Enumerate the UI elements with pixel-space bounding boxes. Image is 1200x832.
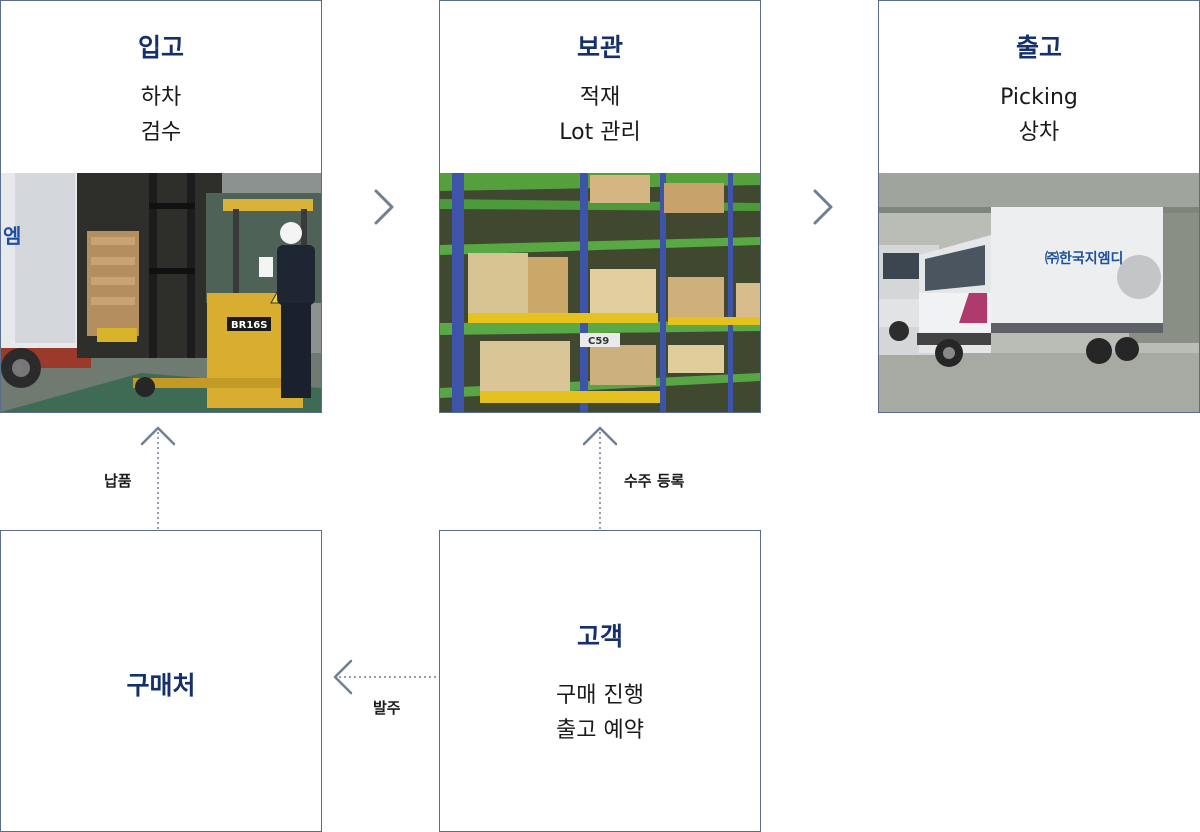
stage-inbound-box: 입고 하차 검수 엠 [0,0,322,413]
stage-outbound-line-2: 상차 [1018,120,1060,145]
stage-storage-line-2: Lot 관리 [559,120,641,145]
delivery-flow-label: 납품 [104,472,132,490]
stage-outbound-line-1: Picking [1000,85,1078,110]
stage-outbound-lines: Picking 상차 [879,80,1199,150]
stage-inbound-line-1: 하차 [140,85,182,110]
customer-lines: 구매 진행 출고 예약 [440,678,760,748]
supplier-box: 구매처 [0,530,322,832]
purchase-order-flow-arrow [333,659,439,695]
stage-storage-lines: 적재 Lot 관리 [440,80,760,150]
customer-line-1: 구매 진행 [556,683,644,708]
supplier-title: 구매처 [126,671,196,700]
delivery-truck-photo: ㈜한국지엠디 [879,173,1199,412]
stage-storage-line-1: 적재 [579,85,621,110]
forklift-plate-text: BR16S [231,320,267,331]
customer-line-2: 출고 예약 [556,718,644,743]
svg-text:엠: 엠 [3,224,21,248]
stage-inbound-line-2: 검수 [140,120,182,145]
customer-title: 고객 [576,622,623,651]
purchase-order-flow-label: 발주 [373,699,401,717]
stage-inbound-title: 입고 [137,33,184,62]
stage-inbound-lines: 하차 검수 [1,80,321,150]
order-registration-flow-arrow [582,426,618,530]
customer-box: 고객 구매 진행 출고 예약 [439,530,761,832]
delivery-flow-arrow [140,426,176,530]
chevron-right-icon [813,189,833,225]
chevron-right-icon [374,189,394,225]
shelf-tag-text: C59 [588,336,609,347]
stage-outbound-title: 출고 [1015,33,1062,62]
order-registration-flow-label: 수주 등록 [624,472,685,490]
forklift-loading-photo: 엠 BR16S [1,173,321,412]
truck-logo-text: ㈜한국지엠디 [1045,250,1123,267]
stage-storage-title: 보관 [576,33,623,62]
stage-outbound-box: 출고 Picking 상차 ㈜한국지엠디 [878,0,1200,413]
stage-storage-box: 보관 적재 Lot 관리 [439,0,761,413]
warehouse-shelving-photo: C59 [440,173,760,412]
